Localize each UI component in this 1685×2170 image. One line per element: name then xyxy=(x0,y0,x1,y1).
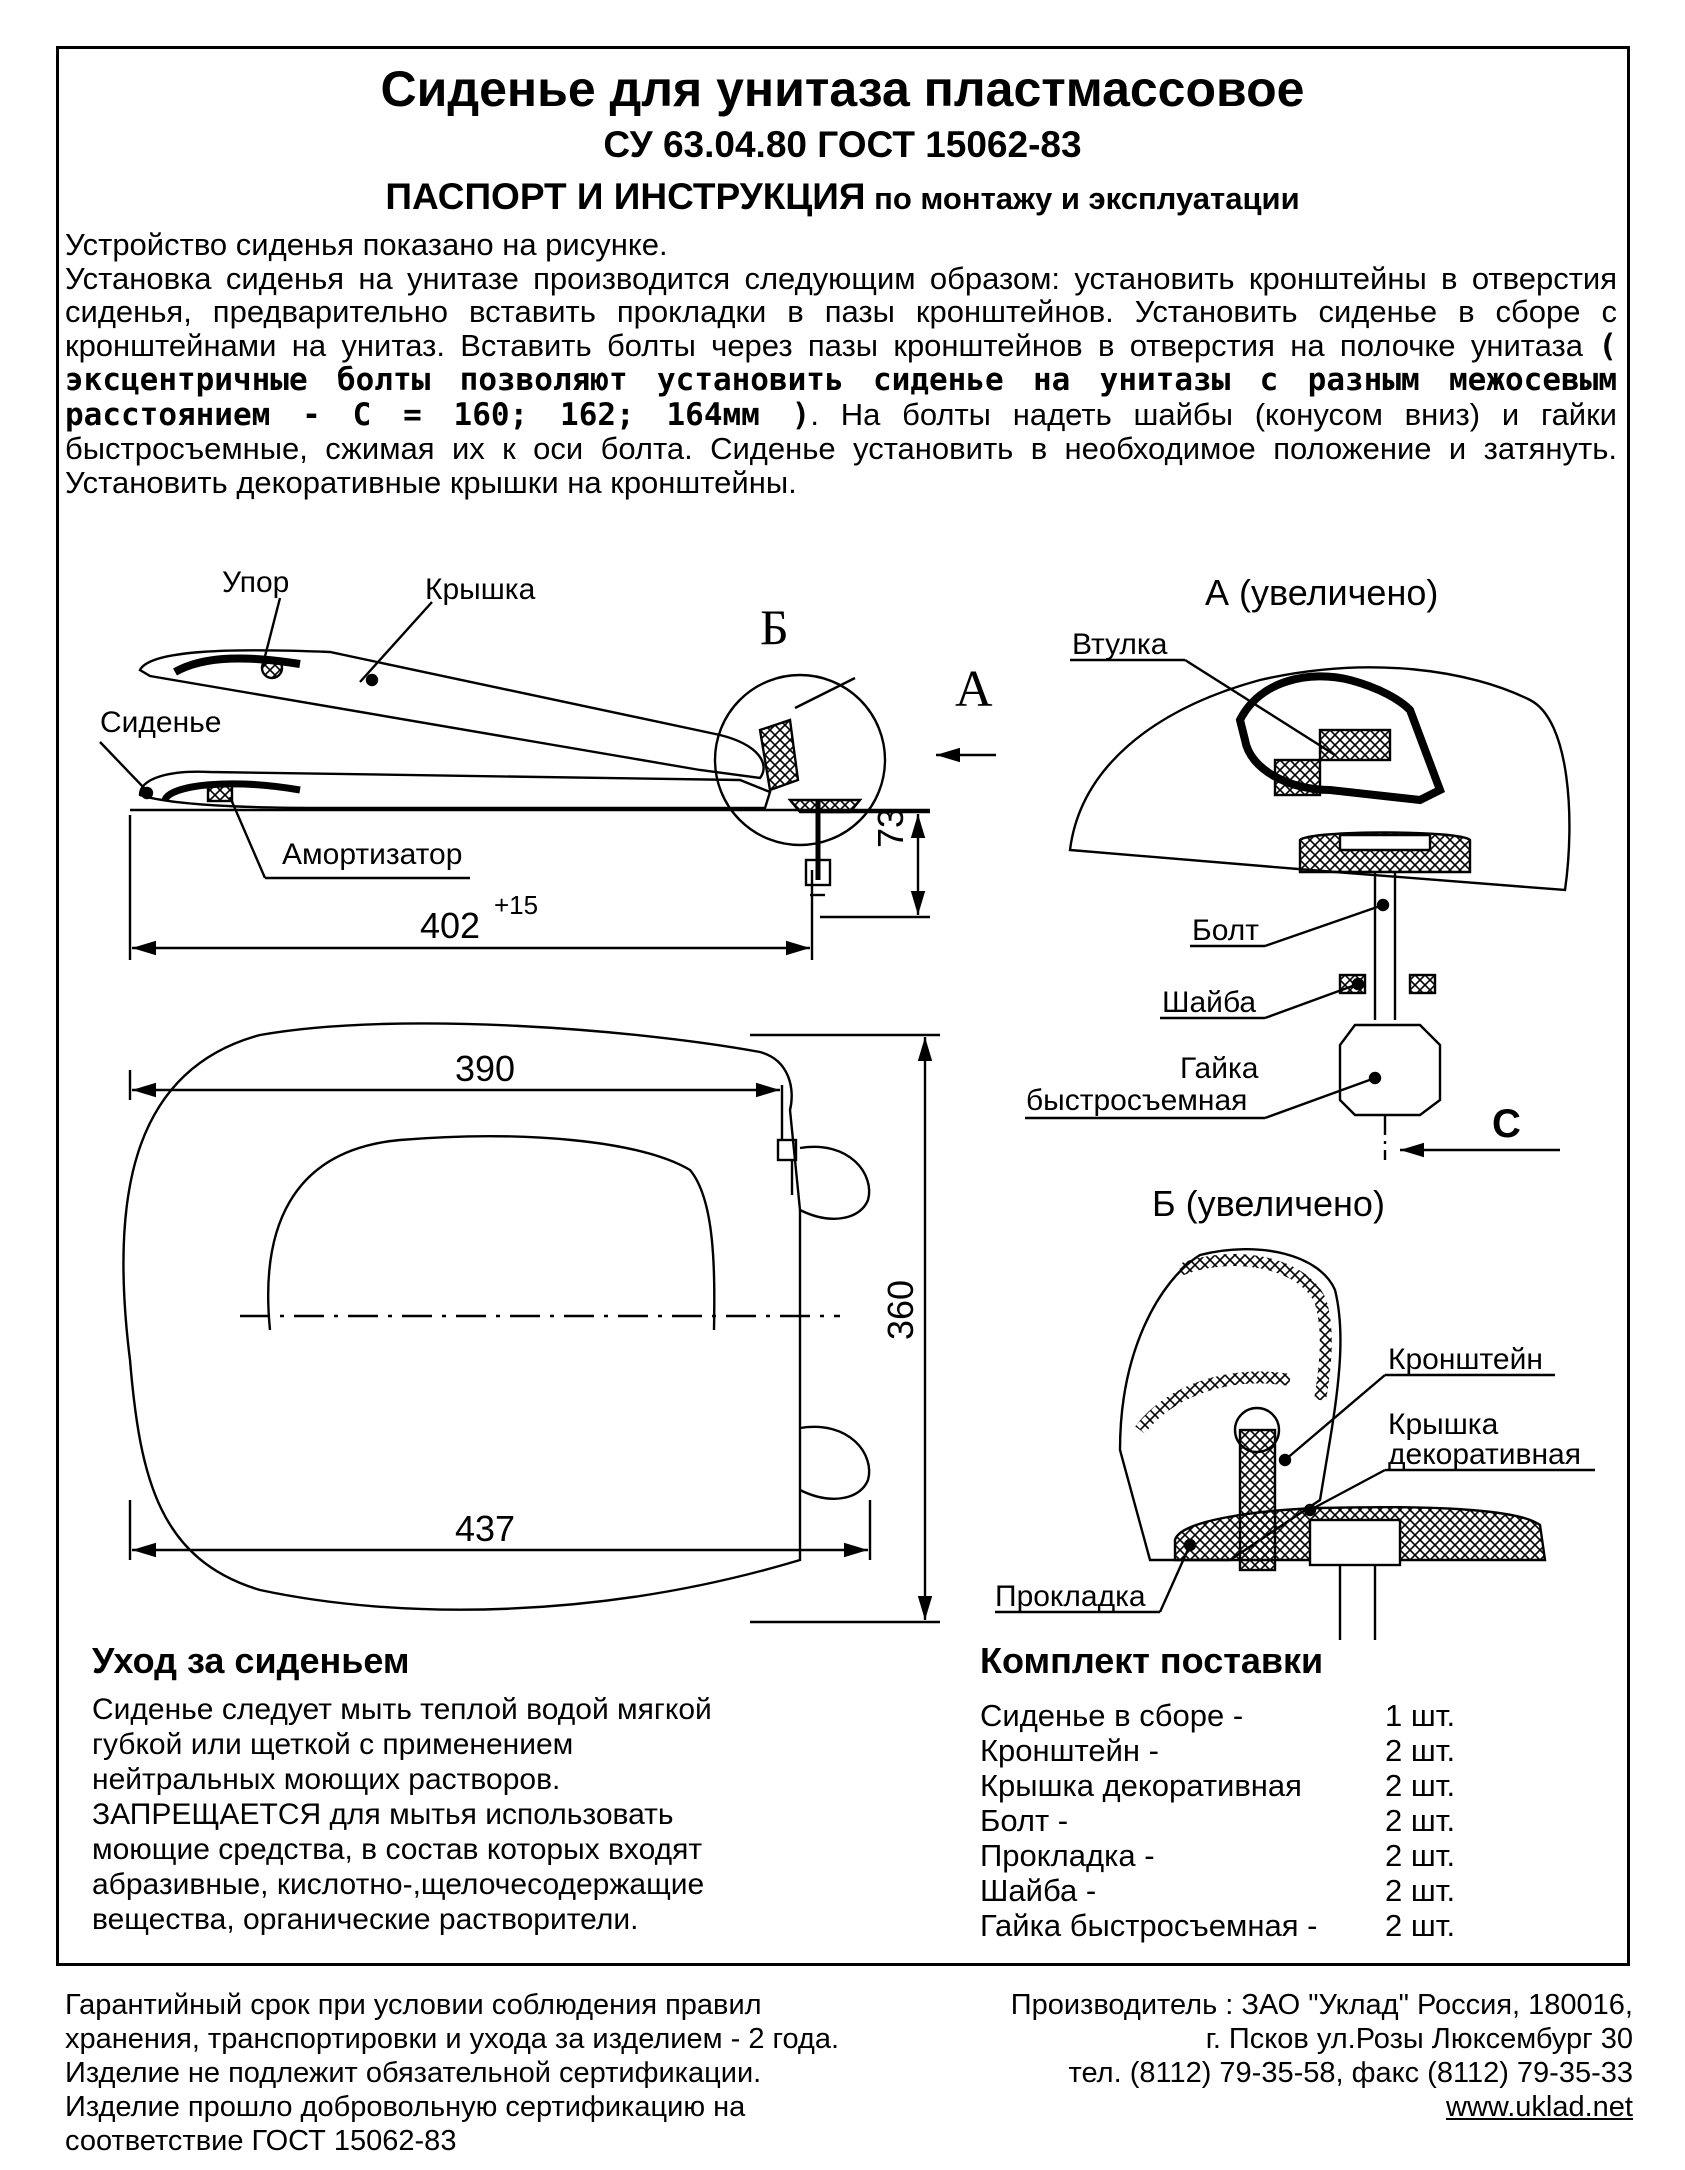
intro-line-1: Устройство сиденья показано на рисунке. xyxy=(65,227,668,262)
label-a-marker: А xyxy=(955,661,993,718)
side-view-seat xyxy=(130,673,930,812)
footer-warranty: Гарантийный срок при условии соблюдения … xyxy=(65,1988,839,2158)
passport-heading: ПАСПОРТ И ИНСТРУКЦИЯ по монтажу и эксплу… xyxy=(0,176,1685,218)
footer-manufacturer: Производитель : ЗАО "Уклад" Россия, 1800… xyxy=(1011,1988,1633,2124)
kit-item-name: Кронштейн - xyxy=(980,1733,1159,1768)
kit-item-name: Шайба - xyxy=(980,1873,1097,1908)
intro-paragraph: Установка сиденья на унитазе производитс… xyxy=(65,260,1625,500)
footer-line: г. Псков ул.Розы Люксембург 30 xyxy=(1205,2023,1633,2055)
footer-line: Изделие не подлежит обязательной сертифи… xyxy=(65,2057,762,2089)
care-line: абразивные, кислотно-,щелочесодержащие xyxy=(92,1868,705,1901)
dim-402-tolerance: +15 xyxy=(494,890,539,920)
detail-b-view xyxy=(995,1248,1595,1640)
label-prokladka: Прокладка xyxy=(995,1580,1146,1613)
label-bolt: Болт xyxy=(1192,914,1259,947)
label-shaiba: Шайба xyxy=(1162,986,1257,1019)
footer-line: соответствие ГОСТ 15062-83 xyxy=(65,2125,457,2157)
kit-item-name: Гайка быстросъемная - xyxy=(980,1908,1318,1943)
footer-line: Гарантийный срок при условии соблюдения … xyxy=(65,1989,762,2021)
dim-437: 437 xyxy=(455,1508,516,1549)
care-line: моющие средства, в состав которых входят xyxy=(92,1833,703,1866)
kit-item: Болт - 2 шт. xyxy=(980,1803,1455,1839)
kit-item-qty: 2 шт. xyxy=(1385,1873,1456,1908)
label-gaika-1: Гайка xyxy=(1180,1052,1259,1085)
kit-item: Гайка быстросъемная - 2 шт. xyxy=(980,1908,1455,1944)
passport-heading-rest: по монтажу и эксплуатации xyxy=(865,181,1300,216)
kit-item-qty: 2 шт. xyxy=(1385,1908,1456,1943)
kit-item-qty: 2 шт. xyxy=(1385,1768,1456,1803)
label-kronshtein: Кронштейн xyxy=(1388,1343,1543,1376)
document-frame xyxy=(56,46,1630,1966)
intro-text-b: . На болты надеть шайбы (конусом вниз) и… xyxy=(65,396,1618,500)
footer-line: тел. (8112) 79-35-58, факс (8112) 79-35-… xyxy=(1068,2057,1633,2089)
label-sidenie: Сиденье xyxy=(100,706,222,739)
label-amortizator: Амортизатор xyxy=(282,838,463,871)
detail-b-circle xyxy=(713,673,887,847)
label-c-marker: С xyxy=(1492,1102,1521,1146)
care-line: нейтральных моющих растворов. xyxy=(92,1763,561,1796)
intro-text-bold: ( эксцентричные болты позволяют установи… xyxy=(65,327,1617,433)
dim-360: 360 xyxy=(880,1279,921,1340)
document-title: Сиденье для унитаза пластмассовое xyxy=(380,61,1305,117)
footer-line: Производитель : ЗАО "Уклад" Россия, 1800… xyxy=(1010,1989,1633,2021)
care-line: Сиденье следует мыть теплой водой мягкой xyxy=(92,1693,712,1726)
kit-heading: Комплект поставки xyxy=(980,1640,1324,1681)
footer-line: Изделие прошло добровольную сертификацию… xyxy=(65,2091,746,2123)
label-b-marker: Б xyxy=(760,599,789,655)
detail-a-view xyxy=(1025,658,1571,1160)
label-kryshka: Крышка xyxy=(425,573,536,606)
kit-item: Прокладка - 2 шт. xyxy=(980,1838,1455,1874)
care-line: вещества, органические растворители. xyxy=(92,1903,639,1936)
label-gaika-2: быстросъемная xyxy=(1026,1084,1248,1117)
care-heading: Уход за сиденьем xyxy=(92,1640,410,1681)
passport-heading-bold: ПАСПОРТ И ИНСТРУКЦИЯ xyxy=(385,176,866,217)
kit-item-qty: 2 шт. xyxy=(1385,1838,1456,1873)
kit-item-qty: 2 шт. xyxy=(1385,1733,1456,1768)
dim-73: 73 xyxy=(870,807,911,848)
intro-text-a: Установка сиденья на унитазе производитс… xyxy=(65,260,1617,363)
label-kryshka-dek-2: декоративная xyxy=(1388,1438,1581,1471)
label-upor: Упор xyxy=(222,566,290,599)
detail-a-title: А (увеличено) xyxy=(1205,572,1439,613)
kit-item-qty: 1 шт. xyxy=(1385,1698,1456,1733)
kit-item-name: Прокладка - xyxy=(980,1838,1155,1873)
kit-item: Сиденье в сборе - 1 шт. xyxy=(980,1698,1455,1734)
installation-instructions: Устройство сиденья показано на рисунке. … xyxy=(65,228,1625,499)
kit-item: Кронштейн - 2 шт. xyxy=(980,1733,1455,1769)
kit-item-name: Болт - xyxy=(980,1803,1069,1838)
manufacturer-website-link[interactable]: www.uklad.net xyxy=(1446,2091,1633,2123)
top-view-seat xyxy=(122,1022,871,1611)
document-subtitle: СУ 63.04.80 ГОСТ 15062-83 xyxy=(603,124,1082,165)
label-vtulka: Втулка xyxy=(1072,628,1168,661)
kit-item-name: Сиденье в сборе - xyxy=(980,1698,1244,1733)
care-line: ЗАПРЕЩАЕТСЯ для мытья использовать xyxy=(92,1798,674,1831)
kit-item: Шайба - 2 шт. xyxy=(980,1873,1455,1909)
care-text: Сиденье следует мыть теплой водой мягкой… xyxy=(92,1692,712,1937)
detail-b-title: Б (увеличено) xyxy=(1152,1183,1385,1224)
dim-390: 390 xyxy=(455,1048,516,1089)
dim-402: 402 xyxy=(420,905,481,946)
care-line: губкой или щеткой с применением xyxy=(92,1728,574,1761)
footer-line: хранения, транспортировки и ухода за изд… xyxy=(65,2023,840,2055)
kit-item-name: Крышка декоративная xyxy=(980,1768,1302,1803)
kit-item-qty: 2 шт. xyxy=(1385,1803,1456,1838)
label-kryshka-dek-1: Крышка xyxy=(1388,1408,1499,1441)
side-view-lid xyxy=(138,649,765,780)
kit-item: Крышка декоративная 2 шт. xyxy=(980,1768,1455,1804)
